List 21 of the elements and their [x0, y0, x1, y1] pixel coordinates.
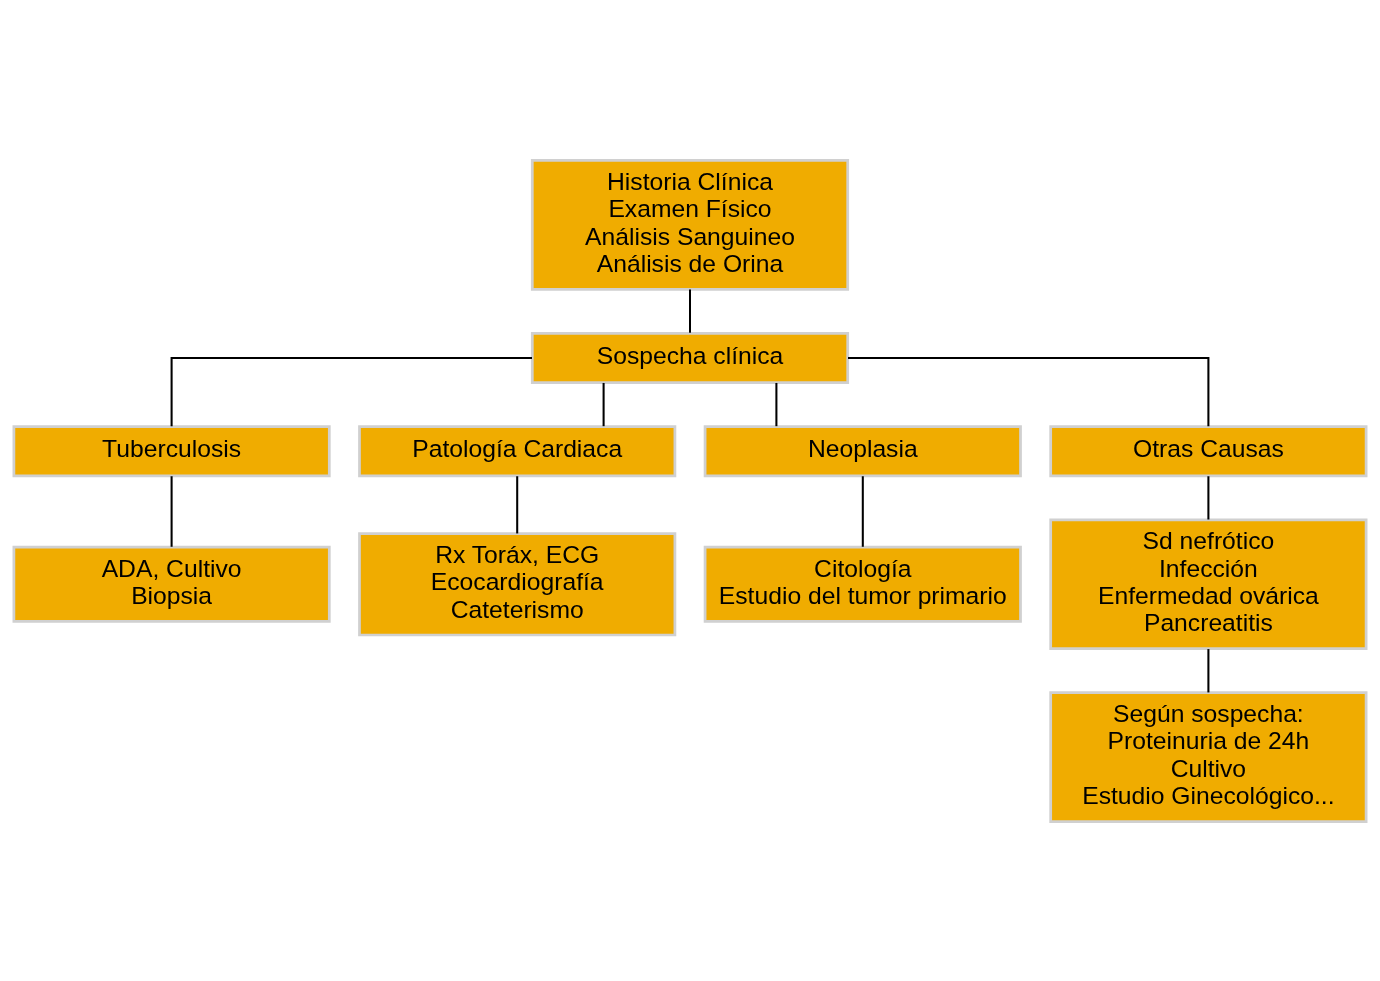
node-box: Historia Clínica Examen Físico Análisis Sanguineo Análisis de Orina: [530, 158, 850, 291]
connector: [861, 475, 864, 547]
node-box: Sospecha clínica: [530, 331, 850, 384]
node-box: Otras Causas: [1049, 424, 1368, 477]
connector: [516, 475, 519, 533]
connector: [688, 289, 692, 333]
node-box: Sd nefrótico Infección Enfermedad ovárica Pancreatitis: [1049, 517, 1368, 650]
connector: [602, 382, 605, 426]
connector: [1207, 648, 1210, 692]
connector: [170, 475, 173, 547]
node-box: Según sospecha: Proteinuria de 24h Cultivo Estudio Ginecológico...: [1049, 690, 1368, 823]
connector: [1207, 475, 1210, 519]
node-box: Rx Toráx, ECG Ecocardiografía Cateterismo: [358, 531, 677, 636]
node-box: Neoplasia: [703, 424, 1022, 477]
node-box: ADA, Cultivo Biopsia: [12, 545, 331, 623]
connector: [775, 382, 778, 426]
node-box: Tuberculosis: [12, 424, 331, 477]
node-box: Citología Estudio del tumor primario: [703, 545, 1022, 623]
node-box: Patología Cardiaca: [358, 424, 677, 477]
connector: [170, 356, 532, 426]
connector: [848, 356, 1210, 426]
